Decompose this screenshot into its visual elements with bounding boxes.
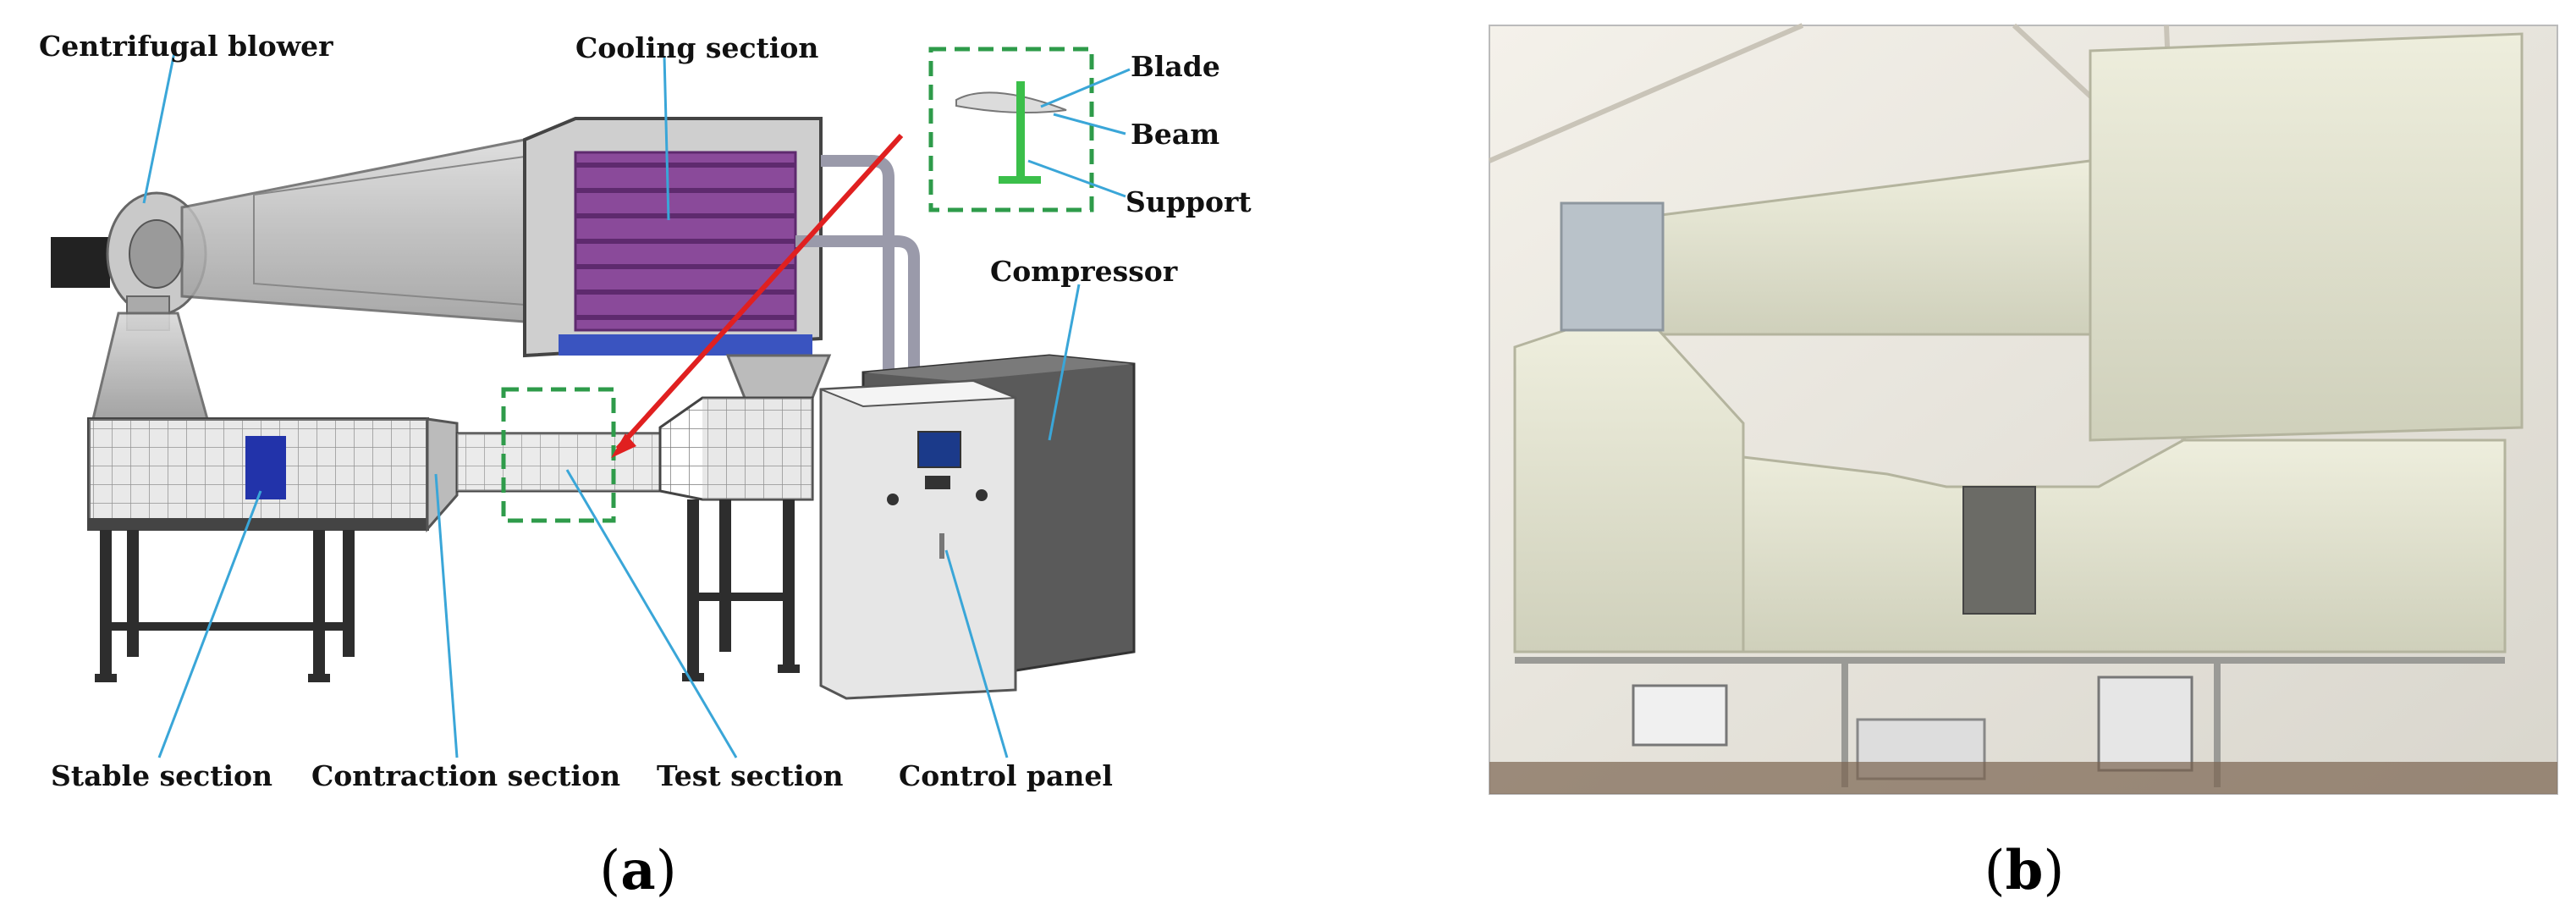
photo-lower-duct — [1742, 438, 2507, 654]
detail-pointer-arrowhead — [611, 433, 636, 458]
panel-a-schematic: Centrifugal blower Cooling section Blade… — [39, 30, 1252, 902]
caption-a: (a) — [599, 839, 676, 902]
photo-floor — [1489, 762, 2557, 794]
blade-detail-box — [928, 47, 1094, 212]
detail-pointer-arrow — [615, 133, 904, 451]
label-cooling-section: Cooling section — [575, 31, 818, 64]
label-centrifugal-blower: Centrifugal blower — [39, 30, 333, 63]
label-beam: Beam — [1131, 118, 1219, 151]
caption-b: (b) — [1984, 839, 2065, 902]
upper-diffuser-duct — [180, 138, 526, 323]
label-stable-section: Stable section — [51, 759, 272, 792]
label-control-panel: Control panel — [899, 759, 1113, 792]
label-support: Support — [1126, 185, 1252, 218]
return-down-duct — [725, 354, 832, 400]
cooling-section-box — [523, 117, 823, 358]
control-panel-cabinet — [819, 379, 1017, 700]
blower-down-duct — [91, 312, 209, 421]
photo-test-section — [1962, 486, 2036, 615]
panel-b-photo: (b) — [1488, 23, 2558, 902]
photo-instrument-right — [2097, 676, 2193, 772]
label-compressor: Compressor — [990, 255, 1178, 288]
photo-instrument-left — [1632, 684, 1728, 747]
stable-section-body — [87, 417, 429, 531]
blade-model — [955, 81, 1067, 184]
photo-blower — [1560, 201, 1665, 332]
contraction-section-body — [426, 417, 459, 532]
return-stack — [658, 396, 814, 501]
leader-lines — [142, 52, 1131, 758]
coolant-pipes — [795, 155, 920, 372]
support-stands — [95, 499, 800, 682]
label-blade: Blade — [1131, 50, 1220, 83]
label-contraction-section: Contraction section — [311, 759, 620, 792]
label-test-section: Test section — [657, 759, 844, 792]
photo-cooling-box — [2089, 32, 2524, 442]
